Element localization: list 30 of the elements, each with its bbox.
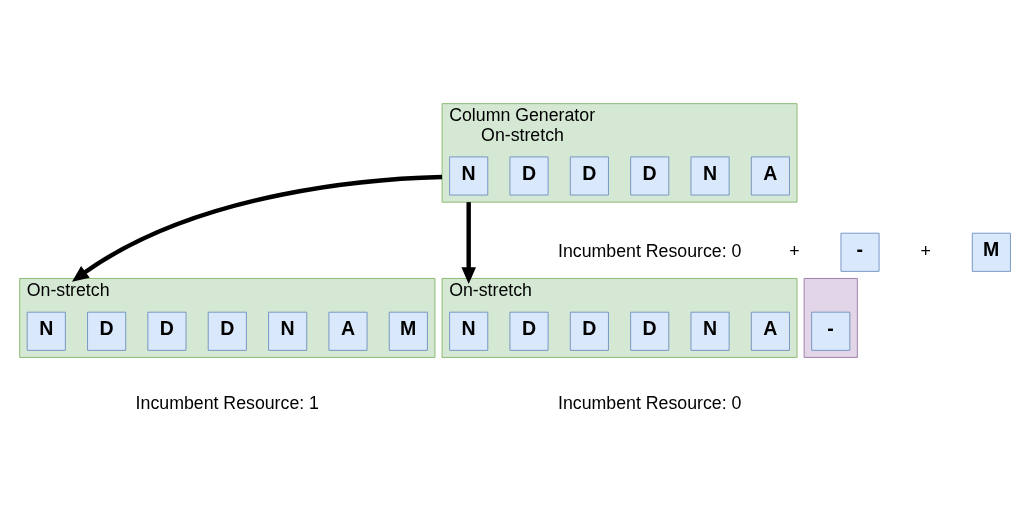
node-box: A (750, 155, 790, 195)
node-box: N (690, 311, 730, 351)
node-box: D (509, 155, 549, 195)
node-box: M (388, 311, 428, 351)
node-box: - (811, 311, 851, 351)
node-label: Incumbent Resource: 1 (135, 392, 319, 413)
node-box: N (268, 311, 308, 351)
node-box: N (26, 311, 66, 351)
cluster (803, 277, 858, 358)
node-box: A (328, 311, 368, 351)
node-box: D (87, 311, 127, 351)
node-box: D (569, 155, 609, 195)
label: + (920, 240, 931, 261)
node-box: N (449, 311, 489, 351)
node-box: N (690, 155, 730, 195)
node-box: D (630, 311, 670, 351)
node-box: N (449, 155, 489, 195)
node-box: D (207, 311, 247, 351)
node-box: D (569, 311, 609, 351)
arrow (72, 174, 443, 282)
node-box: A (750, 311, 790, 351)
node-label: Incumbent Resource: 0 (558, 392, 742, 413)
label: + (789, 240, 800, 261)
node-box: D (630, 155, 670, 195)
node-label: Incumbent Resource: 0 (558, 240, 742, 261)
arrow (461, 201, 476, 284)
node-box: D (509, 311, 549, 351)
node-box: D (147, 311, 187, 351)
node-box: - (840, 232, 880, 272)
node-box: M (971, 232, 1011, 272)
